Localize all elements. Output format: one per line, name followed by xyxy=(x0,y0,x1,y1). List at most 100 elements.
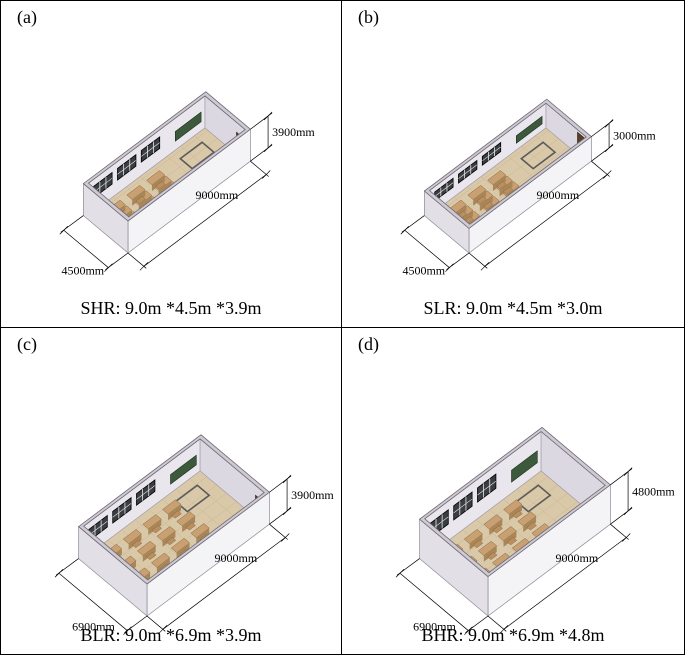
dimension-tick xyxy=(445,263,454,272)
chair xyxy=(135,196,146,205)
dimension-tick xyxy=(480,262,490,271)
window-transom xyxy=(141,142,160,157)
blackboard xyxy=(170,454,197,485)
chair xyxy=(506,537,518,546)
dimension-tick xyxy=(400,226,410,235)
dimension-tick xyxy=(603,170,612,179)
dimension-lines xyxy=(395,467,633,635)
desk-front xyxy=(132,189,146,206)
desk-front xyxy=(469,534,483,550)
blackboard xyxy=(175,111,202,142)
width-dimension-line xyxy=(63,229,109,268)
chair xyxy=(151,525,162,534)
desk-front xyxy=(152,175,165,191)
extension-line xyxy=(487,615,507,632)
extension-line xyxy=(591,160,610,177)
desk-front xyxy=(489,519,503,535)
dimension-tick xyxy=(623,506,633,516)
dimension-lines xyxy=(54,474,292,635)
desk-front xyxy=(523,516,537,533)
dimension-tick xyxy=(123,626,132,635)
extension-line xyxy=(250,160,269,177)
desk-front xyxy=(148,519,162,535)
width-label: 4500mm xyxy=(402,264,445,278)
chair xyxy=(492,525,503,534)
dimension-tick xyxy=(604,119,614,128)
dimension-tick xyxy=(604,143,614,153)
window-transom xyxy=(453,498,473,514)
chair xyxy=(165,537,177,546)
panel-caption: BHR: 9.0m *6.9m *4.8m xyxy=(421,625,605,645)
chair xyxy=(476,196,487,205)
chair xyxy=(526,522,537,531)
dimension-tick xyxy=(54,569,64,578)
wall-top-rim xyxy=(77,434,271,585)
length-dimension-line xyxy=(162,537,286,630)
height-label: 3000mm xyxy=(613,129,656,143)
desk-front xyxy=(168,504,181,521)
desk xyxy=(477,540,498,556)
length-label: 9000mm xyxy=(556,551,599,565)
wall-top-rim xyxy=(418,426,612,578)
panel-caption: BLR: 9.0m *6.9m *3.9m xyxy=(80,625,262,645)
height-label: 3900mm xyxy=(272,125,315,139)
window-transom xyxy=(477,480,497,496)
desk-front xyxy=(493,175,506,191)
chair xyxy=(185,522,196,531)
chair xyxy=(483,201,494,210)
length-label: 9000mm xyxy=(196,188,239,202)
width-label: 6900mm xyxy=(413,620,456,634)
desk xyxy=(162,499,182,515)
length-dimension-line xyxy=(143,174,267,267)
dimension-tick xyxy=(499,625,509,634)
chair xyxy=(171,510,182,519)
desk xyxy=(497,526,517,542)
panel-d: (d) 9000mm 6900mm 4800mm BHR: 9.0m *6.9m *… xyxy=(342,327,685,655)
extension-line xyxy=(468,252,488,269)
window-transom xyxy=(482,146,501,162)
desk-front xyxy=(156,557,170,574)
wall-top-rim xyxy=(82,91,252,222)
blackboard xyxy=(511,450,538,483)
desk-front xyxy=(128,534,142,550)
desk-front xyxy=(509,504,522,521)
desk-front xyxy=(473,189,487,206)
desk-front xyxy=(196,528,210,544)
desk-front xyxy=(483,545,497,562)
desk xyxy=(503,499,523,515)
desk xyxy=(170,537,190,553)
dimension-tick xyxy=(139,262,149,271)
dimension-tick xyxy=(262,170,271,179)
window-transom xyxy=(136,485,156,500)
desk-front xyxy=(503,531,517,547)
chair xyxy=(512,510,523,519)
panel-label: (d) xyxy=(358,334,379,354)
desk-front xyxy=(479,195,493,212)
desk-front xyxy=(499,180,513,197)
width-dimension-line xyxy=(404,229,450,268)
window-transom xyxy=(434,182,454,197)
desk-front xyxy=(176,542,190,559)
height-label: 3900mm xyxy=(291,488,334,502)
panel-caption: SLR: 9.0m *4.5m *3.0m xyxy=(423,298,603,318)
desk-front xyxy=(142,545,156,562)
length-dimension-line xyxy=(503,537,627,630)
chair xyxy=(146,551,157,560)
dimension-tick xyxy=(104,263,113,272)
panel-label: (c) xyxy=(17,334,37,354)
width-dimension-line xyxy=(58,573,128,631)
dimension-tick xyxy=(158,625,168,634)
dimension-tick xyxy=(263,143,273,153)
room-drawing-bhr: 9000mm 6900mm 4800mm xyxy=(395,426,675,635)
dimension-tick xyxy=(464,626,473,635)
height-label: 4800mm xyxy=(632,484,675,498)
panel-label: (a) xyxy=(17,7,37,27)
extension-line xyxy=(610,523,629,540)
podium xyxy=(179,141,216,170)
podium xyxy=(520,141,557,170)
